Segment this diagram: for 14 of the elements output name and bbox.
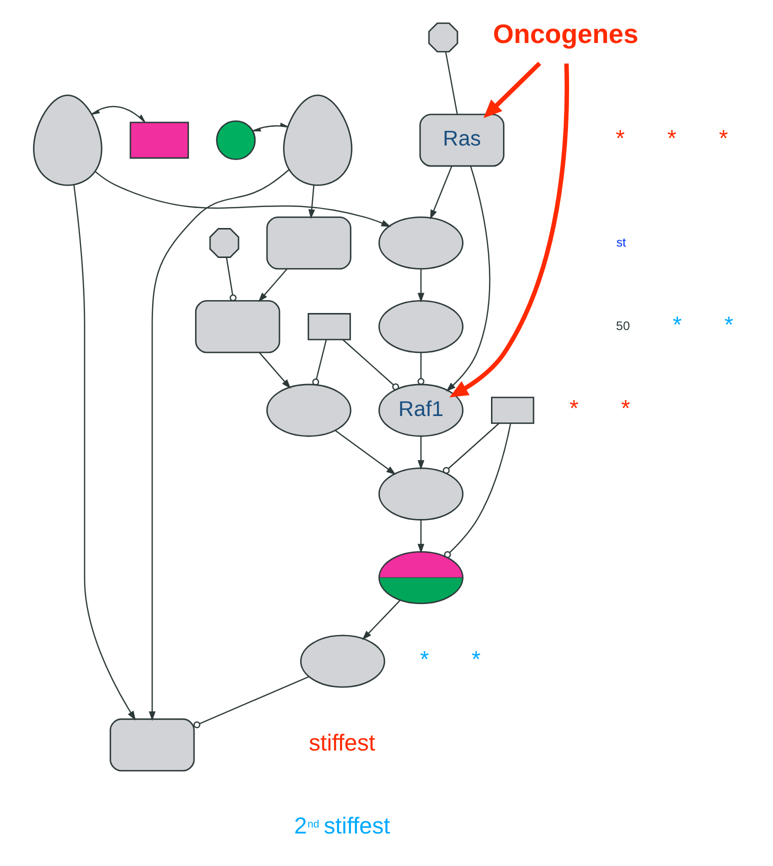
node-text: Oncogenes <box>492 19 638 50</box>
label: 2$^{nd}$ stiffest <box>294 812 390 838</box>
label: * <box>420 646 429 672</box>
label: * <box>724 311 733 338</box>
label: * <box>471 646 480 672</box>
label: stiffest <box>308 730 375 756</box>
label: 50 <box>616 318 630 333</box>
label: * <box>672 311 682 338</box>
label: * <box>666 124 676 151</box>
label: * <box>569 394 578 421</box>
label: st <box>616 235 626 250</box>
label: * <box>718 124 728 151</box>
label: * <box>615 124 624 151</box>
label: * <box>620 394 630 421</box>
